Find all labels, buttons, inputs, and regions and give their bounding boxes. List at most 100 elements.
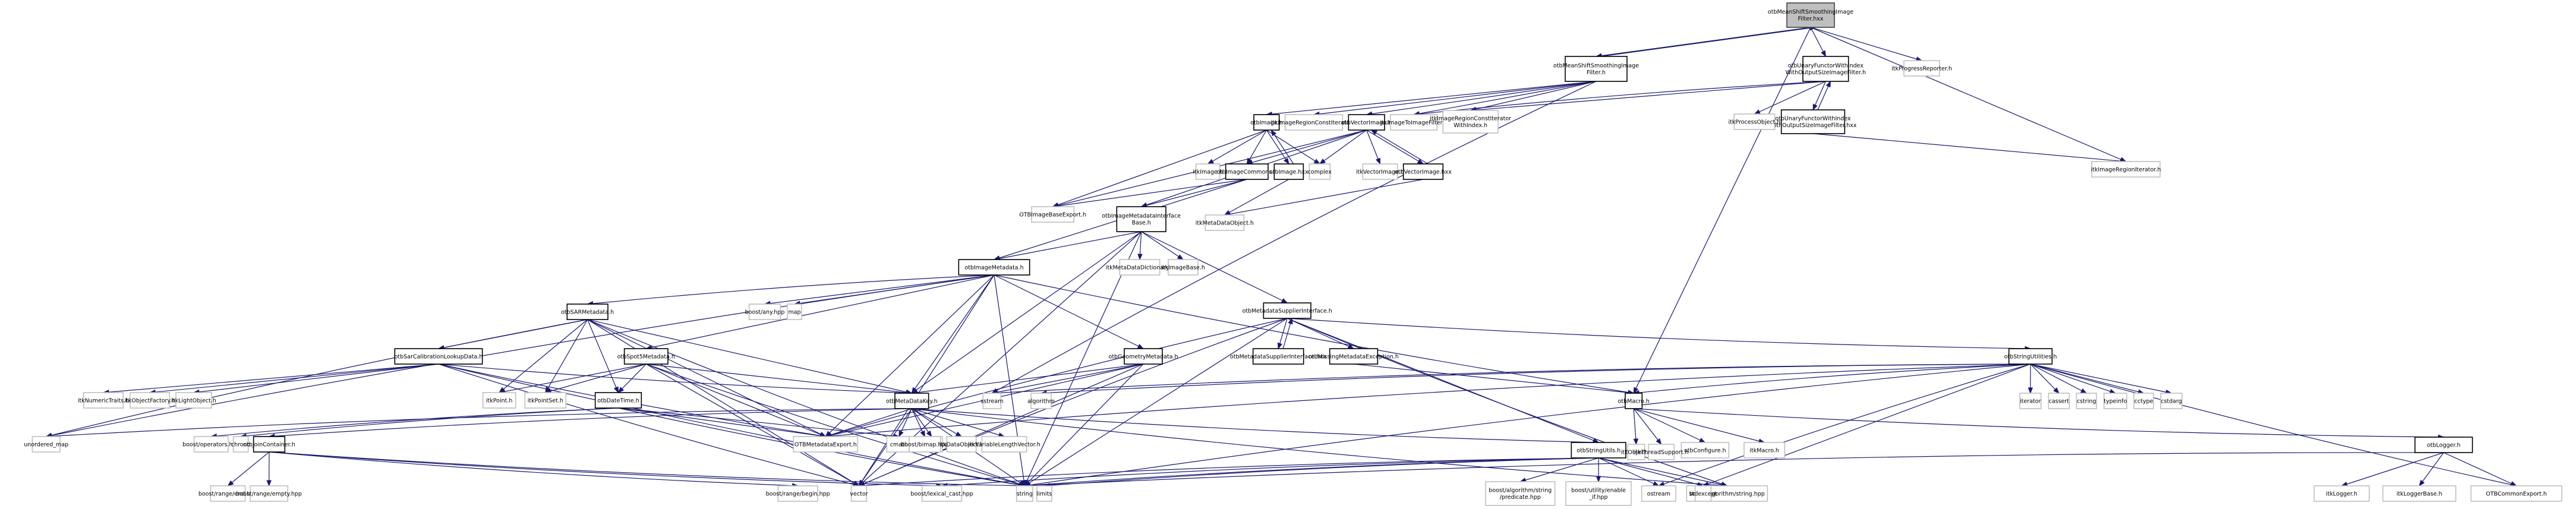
node-label: itkImage.h [1193,169,1223,175]
node-label: chrono [231,441,251,448]
node-label: otbImage.hxx [1269,169,1309,175]
edge-otblogger-to-string [1023,452,2444,488]
node-label: otbImageCommons.h [1216,169,1277,175]
edge-line [1266,129,1320,165]
edge-line [912,408,962,437]
node-box [909,436,941,453]
edge-metadatakey-to-cstdio [911,408,932,438]
edge-vecimage_h-to-itkvecimage [1366,129,1381,165]
edge-imgmetadata-to-boostany [764,274,995,306]
node-box [2048,393,2070,409]
edge-spot5-to-datetime [617,363,647,393]
edge-line [994,274,1634,394]
node-supplier_hxx[interactable]: otbMetadataSupplierInterface.hxx [1230,348,1327,365]
edge-root-to-otbmacro [1633,27,1811,394]
node-geommetadata[interactable]: otbGeometryMetadata.h [1109,348,1178,365]
node-rangeend: boost/range/end.hpp [198,485,257,502]
node-progress: itkProgressReporter.h [1891,60,1952,77]
edge-line [2419,452,2444,486]
edge-line [911,274,995,394]
arrowhead-icon [1137,343,1144,349]
node-box [981,436,1027,453]
edge-strutilities-to-iterator [2028,363,2033,394]
edge-otbmacro-to-otblogger [1634,408,2445,440]
node-mdexport: OTBMetadataExport.h [793,436,859,453]
node-unary_hxx[interactable]: otbUnaryFunctorWithIndexWithOutputSizeIm… [1770,109,1857,134]
edge-line [859,408,912,486]
arrowhead-icon [1277,342,1282,350]
node-label: itkImageRegionIterator.h [2091,166,2161,173]
node-otbmacro[interactable]: otbMacro.h [1618,393,1650,409]
node-sarcalib[interactable]: otbSarCalibrationLookupData.h [394,348,483,365]
edge-line [1600,27,1816,57]
node-label: itkMetaDataDictionary.h [1106,264,1174,271]
node-datetime[interactable]: otbDateTime.h [594,392,642,409]
node-label: otbSarCalibrationLookupData.h [395,353,483,360]
node-sarmetadata[interactable]: otbSARMetadata.h [561,303,614,320]
edge-line [858,274,995,486]
node-boostany: boost/any.hpp [745,303,784,320]
node-strutils[interactable]: otbStringUtils.h [1571,442,1626,459]
node-imgcommons[interactable]: otbImageCommons.h [1216,163,1277,180]
arrowhead-icon [1812,103,1818,111]
node-regiter: itkImageRegionIterator.h [2091,161,2161,178]
edge-line [1371,129,1429,165]
node-cassert: cassert [2048,393,2070,409]
edge-line [646,363,1025,486]
node-label: otbVectorImage.hxx [1395,169,1452,175]
node-label: OTBImageBaseExport.h [1019,211,1086,218]
edge-line [764,274,995,305]
edge-line [545,363,647,393]
node-box [1485,481,1556,506]
arrowhead-icon [1754,109,1761,115]
node-joincontainer[interactable]: otbJoinContainer.h [243,436,295,453]
node-box [623,348,669,365]
node-box [982,393,1002,409]
node-otblogger[interactable]: otbLogger.h [2414,437,2473,453]
node-vecimage_h[interactable]: otbVectorImage.h [1341,114,1392,131]
node-strutilities[interactable]: otbStringUtilities.h [2004,348,2057,365]
node-supplier_h[interactable]: otbMetadataSupplierInterface.h [1243,302,1332,319]
edge-line [992,363,2031,394]
node-label: boost/lexical_cast.hpp [910,491,973,497]
node-chrono: chrono [231,436,251,453]
edge-line [1414,81,1826,115]
node-spot5[interactable]: otbSpot5Metadata.h [617,348,675,365]
edge-spot5-to-itkpoint [498,363,647,394]
node-label: itkMetaDataObject.h [1196,220,1254,226]
edge-unary_hxx-to-unary_h [1817,80,1831,110]
node-label: itkProcessObject.h [1729,119,1781,125]
node-box [1124,348,1163,365]
edge-line [1470,81,1826,111]
node-imgmetadata[interactable]: otbImageMetadata.h [958,259,1030,276]
node-metadatakey[interactable]: otbMetaDataKey.h [886,393,938,409]
edge-imdinterface-to-metadatadict [1137,231,1143,261]
node-label: otbImage.h [1250,119,1282,126]
node-vecimage_hxx[interactable]: otbVectorImage.hxx [1395,163,1452,180]
edge-line [618,407,899,437]
node-algorithm: algorithm [1027,393,1055,409]
node-otbimage_h[interactable]: otbImage.h [1250,114,1283,131]
node-box [2313,485,2370,502]
edge-line [1207,129,1267,165]
node-label: otbUnaryFunctorWithIndex [1788,63,1864,69]
edge-line [1319,129,1367,165]
node-label: itkImageToImageFilter.h [1380,119,1448,126]
node-otbimage_hxx[interactable]: otbImage.hxx [1269,163,1309,180]
node-unary_h[interactable]: otbUnaryFunctorWithIndexWithOutputSizeIm… [1786,56,1866,82]
node-missingexc[interactable]: otbMissingMetadataException.h [1309,348,1399,365]
edge-line [499,363,647,393]
edge-imgmetadata-to-string [994,274,1027,487]
edge-line [1024,318,1288,486]
node-box [921,485,963,502]
node-label: otbConfigure.h [1684,447,1726,454]
node-label: itkObject.h [1621,449,1652,456]
edge-otbmacro-to-threadsupport [1633,408,1662,445]
arrowhead-icon [2080,388,2088,394]
node-box [894,393,929,409]
node-otbconfigure: otbConfigure.h [1680,442,1730,459]
edge-vecimage_h-to-complex [1319,129,1367,165]
